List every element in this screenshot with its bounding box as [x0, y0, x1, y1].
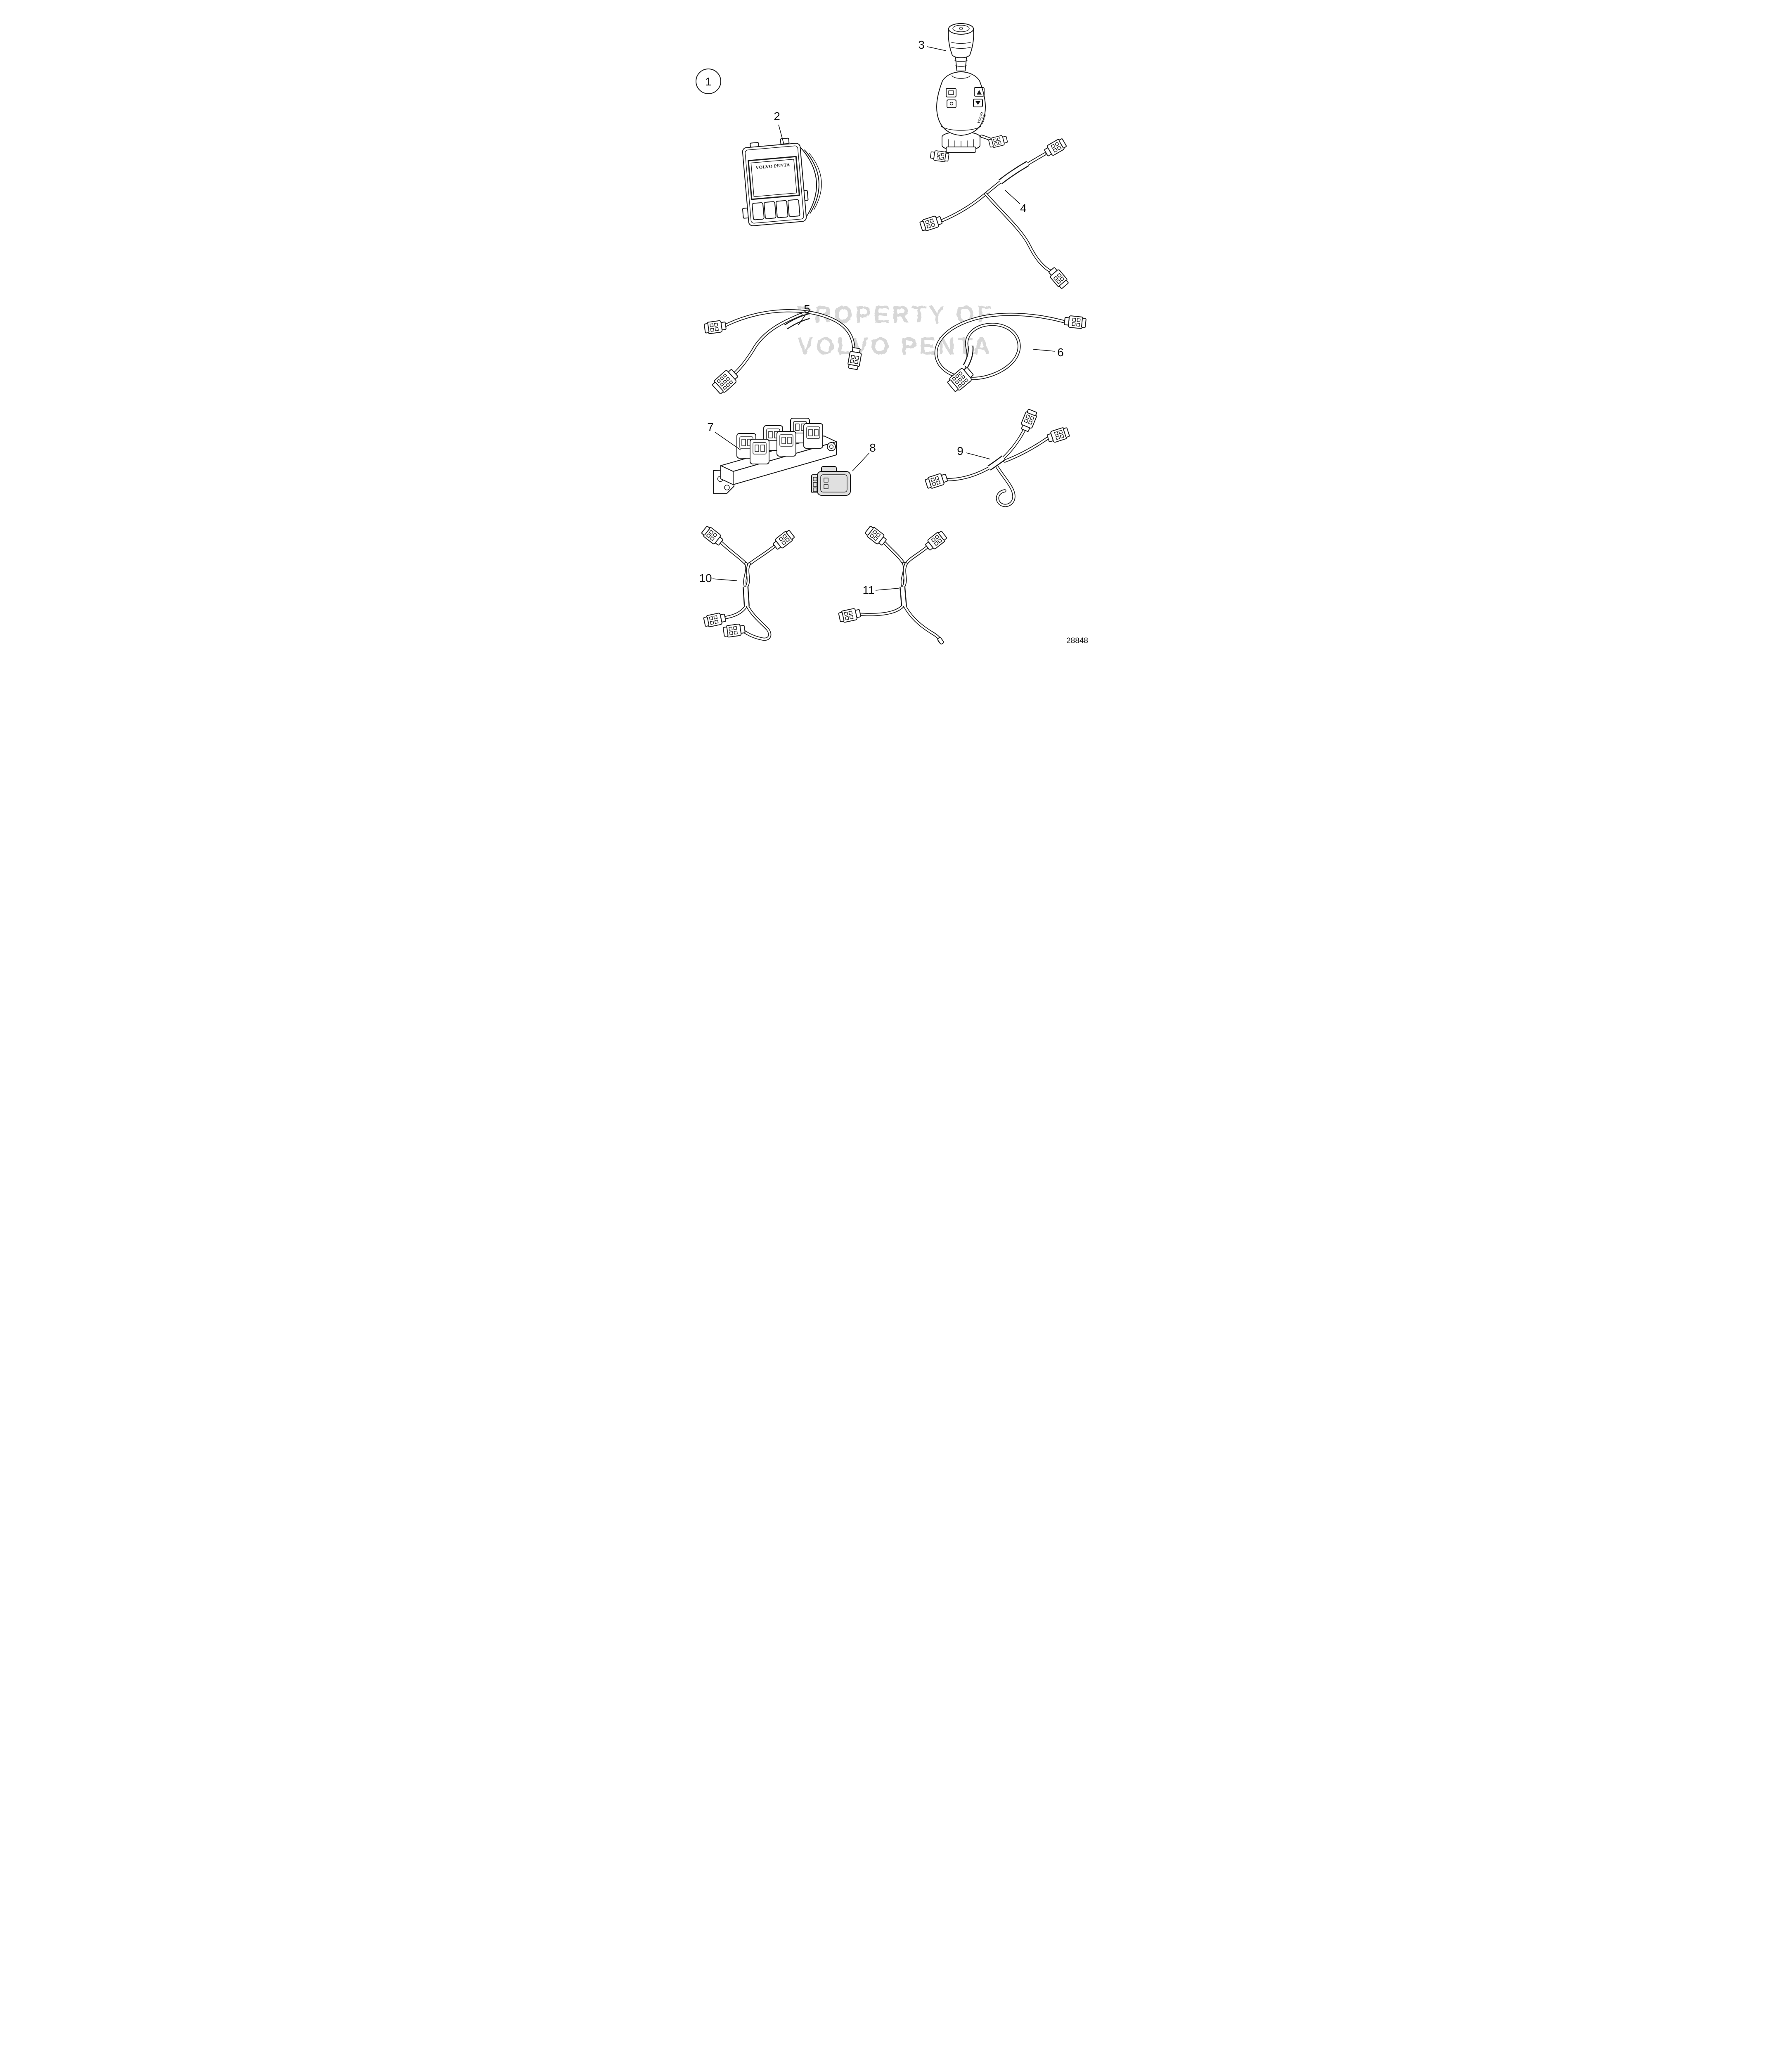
display-button — [787, 199, 800, 217]
display-screen — [747, 156, 800, 200]
callout-3: 3 — [918, 38, 925, 51]
display-button — [751, 202, 765, 220]
part-display-unit: VOLVO PENTA — [742, 137, 822, 226]
part-junction-block — [713, 418, 837, 494]
harness-4-connector — [918, 214, 943, 232]
leader-line — [852, 452, 870, 471]
leader-line — [875, 588, 899, 591]
joystick-mount-flange — [945, 147, 976, 153]
part-harness-4 — [918, 137, 1070, 290]
joystick-body — [936, 71, 986, 136]
joystick-button — [973, 99, 983, 107]
callout-1: 1 — [705, 75, 712, 88]
callout-10: 10 — [699, 572, 712, 585]
display-button — [763, 201, 776, 219]
joystick-button — [973, 87, 985, 97]
connector-8-body — [817, 471, 851, 496]
leader-line — [966, 452, 990, 459]
cable-6-connector — [945, 365, 976, 394]
display-top-clip — [780, 137, 789, 145]
harness-9-connector — [924, 471, 949, 490]
callout-7: 7 — [707, 421, 714, 433]
diagram-canvas: PROPERTY OF VOLVO PENTA VOLVO PENTA — [695, 23, 1088, 645]
leader-line — [927, 46, 946, 51]
callout-5: 5 — [804, 303, 810, 315]
leader-line — [712, 578, 737, 581]
harness-4-connector — [1042, 137, 1068, 159]
junction-block-socket — [749, 439, 769, 464]
joystick-connector — [987, 134, 1008, 149]
harness-11-connector — [838, 607, 862, 624]
display-button — [775, 200, 788, 218]
harness-10-connector — [771, 528, 796, 552]
harness-5-connector — [703, 319, 727, 335]
part-harness-11 — [838, 524, 948, 645]
harness-10-connector — [722, 623, 746, 638]
junction-block-socket — [776, 431, 796, 457]
leader-line — [1032, 349, 1055, 352]
callout-6: 6 — [1057, 346, 1064, 359]
leader-line — [778, 124, 784, 145]
harness-9-connector — [1018, 408, 1038, 433]
callout-11: 11 — [862, 584, 874, 596]
part-joystick: VOLVO PENTA — [929, 23, 1008, 163]
part-cable-6 — [934, 312, 1087, 394]
joystick-button — [946, 99, 956, 108]
cable-6-connector — [1063, 315, 1087, 329]
callout-2: 2 — [774, 110, 780, 123]
harness-10-connector — [703, 611, 727, 628]
callout-9: 9 — [957, 445, 963, 457]
harness-11-cable-end — [937, 637, 944, 645]
junction-block-socket — [803, 423, 823, 449]
leader-line — [798, 315, 806, 325]
document-number: 28848 — [1066, 637, 1088, 645]
callout-1-circle — [695, 69, 721, 94]
callout-4: 4 — [1020, 202, 1027, 215]
parts-diagram-page: PROPERTY OF VOLVO PENTA VOLVO PENTA — [672, 0, 1120, 653]
watermark: PROPERTY OF VOLVO PENTA — [795, 301, 992, 360]
leader-line — [715, 432, 741, 450]
joystick-button — [945, 88, 956, 97]
callout-8: 8 — [869, 441, 876, 454]
part-harness-5 — [703, 309, 863, 396]
harness-9-connector — [1046, 426, 1070, 445]
leader-line — [1004, 190, 1020, 204]
part-harness-10 — [700, 524, 796, 641]
part-connector-8 — [811, 466, 851, 496]
watermark-line2: VOLVO PENTA — [797, 333, 992, 360]
callouts: 1 2 3 4 5 6 7 8 9 10 11 — [695, 38, 1064, 596]
part-harness-9 — [924, 408, 1070, 507]
